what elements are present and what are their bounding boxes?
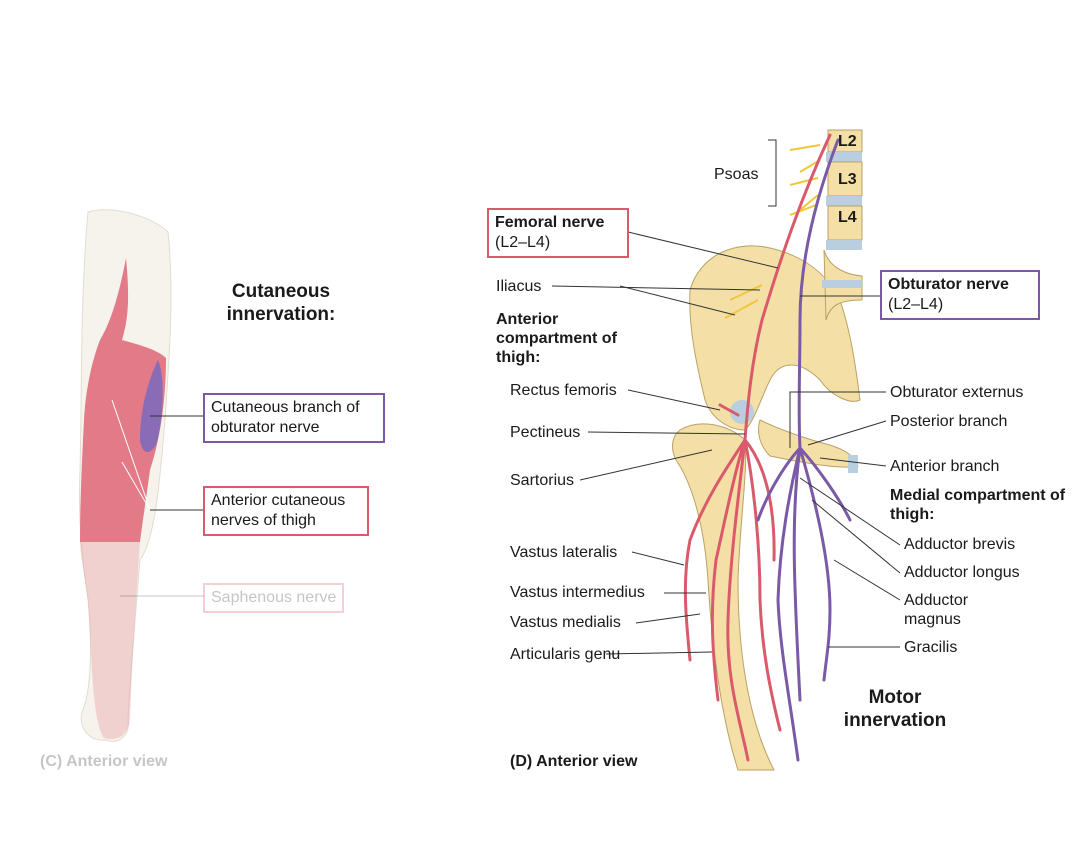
- psoas-label: Psoas: [714, 166, 759, 183]
- vertebra-l2-label: L2: [838, 133, 857, 150]
- panel-d-leaders: [551, 139, 901, 655]
- psoas-iliacus-branches: [724, 144, 821, 319]
- obturator-zone: [140, 360, 163, 452]
- skeleton: [672, 129, 863, 771]
- obturator-nerve-roots: (L2–L4): [888, 296, 944, 313]
- adductor-magnus-label: Adductor magnus: [904, 592, 969, 628]
- obturator-nerve-box: Obturator nerve (L2–L4): [880, 270, 1040, 320]
- articularis-genu-label: Articularis genu: [510, 646, 621, 663]
- pectineus-label: Pectineus: [510, 424, 581, 441]
- sartorius-label: Sartorius: [510, 472, 575, 489]
- vastus-intermedius-label: Vastus intermedius: [510, 584, 645, 601]
- rectus-femoris-label: Rectus femoris: [510, 382, 617, 399]
- cutaneous-obturator-label: Cutaneous branch of obturator nerve: [203, 393, 385, 443]
- anterior-cutaneous-label: Anterior cutaneous nerves of thigh: [203, 486, 369, 536]
- vertebra-l4: [827, 205, 863, 241]
- vastus-medialis-label: Vastus medialis: [510, 614, 621, 631]
- obturator-nerve-name: Obturator nerve: [888, 276, 1009, 293]
- vastus-lateralis-label: Vastus lateralis: [510, 544, 618, 561]
- anterior-branch-label: Anterior branch: [890, 458, 1000, 475]
- medial-compartment-label: Medial compartment of thigh:: [890, 487, 1066, 523]
- panel-c-title: Cutaneous innervation:: [226, 281, 336, 325]
- femoral-nerve-roots: (L2–L4): [495, 234, 551, 251]
- motor-innervation-title: Motor innervation: [843, 687, 947, 731]
- vertebra-l3-label: L3: [838, 171, 857, 188]
- obturator-externus-label: Obturator externus: [890, 384, 1024, 401]
- gracilis-label: Gracilis: [904, 639, 958, 656]
- anterior-cutaneous-zone: [80, 258, 166, 542]
- femoral-nerve-tree: [683, 133, 832, 762]
- saphenous-zone: [80, 542, 140, 740]
- leg-illustration: [78, 209, 172, 742]
- obturator-nerve-tree: [756, 138, 852, 762]
- saphenous-label: Saphenous nerve: [203, 583, 345, 613]
- iliacus-label: Iliacus: [496, 278, 542, 295]
- vertebra-l4-label: L4: [838, 209, 857, 226]
- femoral-nerve-name: Femoral nerve: [495, 214, 605, 231]
- anterior-compartment-label: Anterior compartment of thigh:: [496, 311, 617, 366]
- panel-c-leaders: [120, 415, 204, 597]
- panel-d-caption: (D) Anterior view: [510, 753, 638, 770]
- femur-bone: [672, 423, 775, 771]
- femoral-nerve-box: Femoral nerve (L2–L4): [487, 208, 629, 258]
- panel-c-caption: (C) Anterior view: [40, 753, 168, 770]
- posterior-branch-label: Posterior branch: [890, 413, 1008, 430]
- adductor-brevis-label: Adductor brevis: [904, 536, 1016, 553]
- ilium-bone: [689, 245, 861, 431]
- adductor-longus-label: Adductor longus: [904, 564, 1020, 581]
- vertebra-l3: [827, 161, 863, 197]
